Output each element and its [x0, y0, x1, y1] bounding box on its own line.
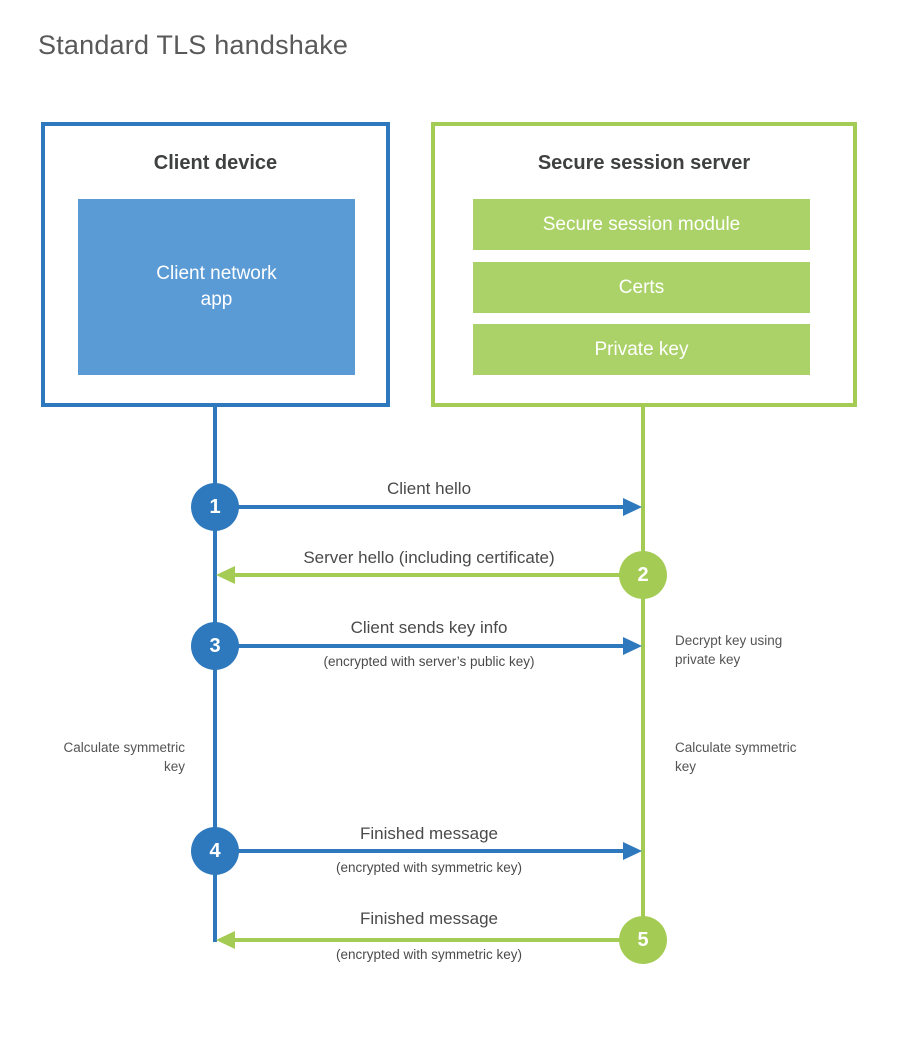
server-component-private-key: Private key: [473, 324, 810, 375]
message-1-arrowhead-icon: [623, 498, 642, 516]
message-4-label: Finished message: [360, 824, 498, 843]
client-network-app-label: Client network app: [156, 263, 277, 310]
message-2-label: Server hello (including certificate): [303, 548, 555, 567]
step-badge-3: 3: [191, 622, 239, 670]
message-1-label: Client hello: [386, 479, 472, 498]
message-5-label: Finished message: [360, 909, 498, 928]
message-4-sublabel: (encrypted with symmetric key): [335, 860, 523, 875]
message-2-arrowhead-icon: [216, 566, 235, 584]
message-4-arrowhead-icon: [623, 842, 642, 860]
message-5-sublabel: (encrypted with symmetric key): [335, 947, 523, 962]
step-number-1: 1: [209, 495, 221, 518]
client-network-app-block: Client network app: [78, 199, 355, 375]
client-device-title: Client device: [153, 152, 278, 174]
message-5-arrow: [234, 938, 643, 942]
message-2-arrow: [234, 573, 643, 577]
secure-session-server-box: Secure session server Secure session mod…: [431, 122, 857, 407]
step-badge-5: 5: [619, 916, 667, 964]
step-number-3: 3: [209, 634, 221, 657]
step-badge-4: 4: [191, 827, 239, 875]
message-1-arrow: [215, 505, 624, 509]
step-badge-1: 1: [191, 483, 239, 531]
message-3-arrowhead-icon: [623, 637, 642, 655]
server-lifeline: [641, 407, 645, 942]
step-number-5: 5: [637, 928, 649, 951]
message-3-sublabel: (encrypted with server’s public key): [323, 654, 535, 669]
client-device-box: Client device Client network app: [41, 122, 390, 407]
note-decrypt-key: Decrypt key using private key: [675, 633, 783, 667]
step-badge-2: 2: [619, 551, 667, 599]
server-component-certs: Certs: [473, 262, 810, 313]
server-component-secure-session-module: Secure session module: [473, 199, 810, 250]
message-5-arrowhead-icon: [216, 931, 235, 949]
secure-session-server-title: Secure session server: [537, 152, 751, 174]
note-calculate-symmetric-key-client: Calculate symmetric key: [63, 740, 185, 774]
step-number-2: 2: [637, 563, 649, 586]
message-3-label: Client sends key info: [350, 618, 508, 637]
step-number-4: 4: [209, 839, 221, 862]
message-4-arrow: [215, 849, 624, 853]
diagram-title: Standard TLS handshake: [38, 30, 349, 60]
message-3-arrow: [215, 644, 624, 648]
note-calculate-symmetric-key-server: Calculate symmetric key: [675, 740, 797, 774]
client-lifeline: [213, 407, 217, 942]
